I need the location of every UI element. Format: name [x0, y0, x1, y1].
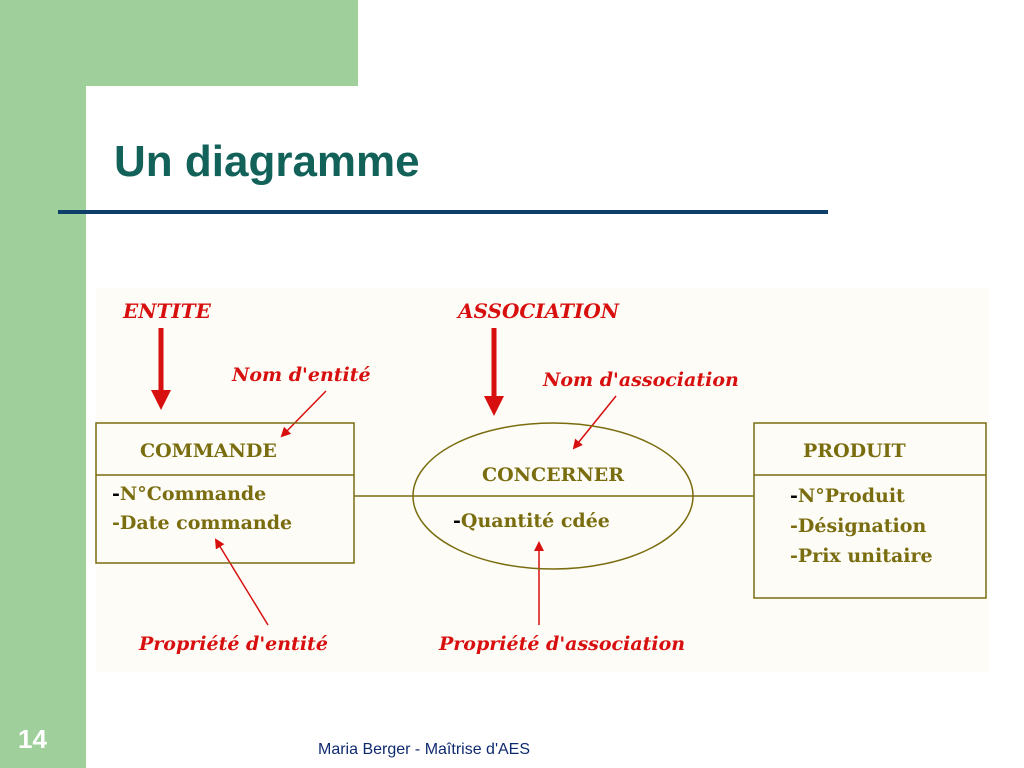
entity-produit-prop-2: -Désignation [790, 515, 926, 537]
label-nom-association: Nom d'association [542, 369, 739, 391]
entity-commande-box [95, 422, 355, 564]
entity-commande-prop-1: -N°Commande [112, 483, 266, 505]
entity-produit: PRODUIT -N°Produit -Désignation -Prix un… [753, 422, 987, 599]
label-nom-entite: Nom d'entité [231, 364, 371, 386]
arrow-nom-association [572, 395, 617, 450]
entity-produit-name: PRODUIT [803, 440, 906, 462]
label-propriete-association: Propriété d'association [438, 633, 685, 655]
title-underline [58, 210, 828, 214]
diagram-background [96, 288, 990, 672]
association-concerner: CONCERNER -Quantité cdée [412, 422, 694, 570]
slide-title: Un diagramme [114, 137, 420, 186]
association-concerner-name: CONCERNER [482, 464, 624, 486]
slide-number: 14 [18, 724, 47, 754]
arrow-entite [151, 328, 171, 410]
label-propriete-entite: Propriété d'entité [138, 633, 328, 655]
arrow-association [484, 328, 504, 416]
entity-produit-prop-3: -Prix unitaire [790, 545, 933, 567]
arrow-propriete-entite [214, 538, 269, 626]
entity-commande: COMMANDE -N°Commande -Date commande [95, 422, 355, 564]
entity-commande-prop-2: -Date commande [112, 512, 292, 534]
background-green-left [0, 0, 86, 768]
arrow-nom-entite [280, 390, 327, 438]
label-association: ASSOCIATION [456, 299, 620, 323]
association-concerner-prop-1: -Quantité cdée [453, 510, 610, 532]
label-entite: ENTITE [122, 299, 212, 323]
entity-produit-box [753, 422, 987, 599]
entity-commande-name: COMMANDE [140, 440, 277, 462]
slide-footer: Maria Berger - Maîtrise d'AES [318, 741, 531, 758]
entity-produit-prop-1: -N°Produit [790, 485, 905, 507]
